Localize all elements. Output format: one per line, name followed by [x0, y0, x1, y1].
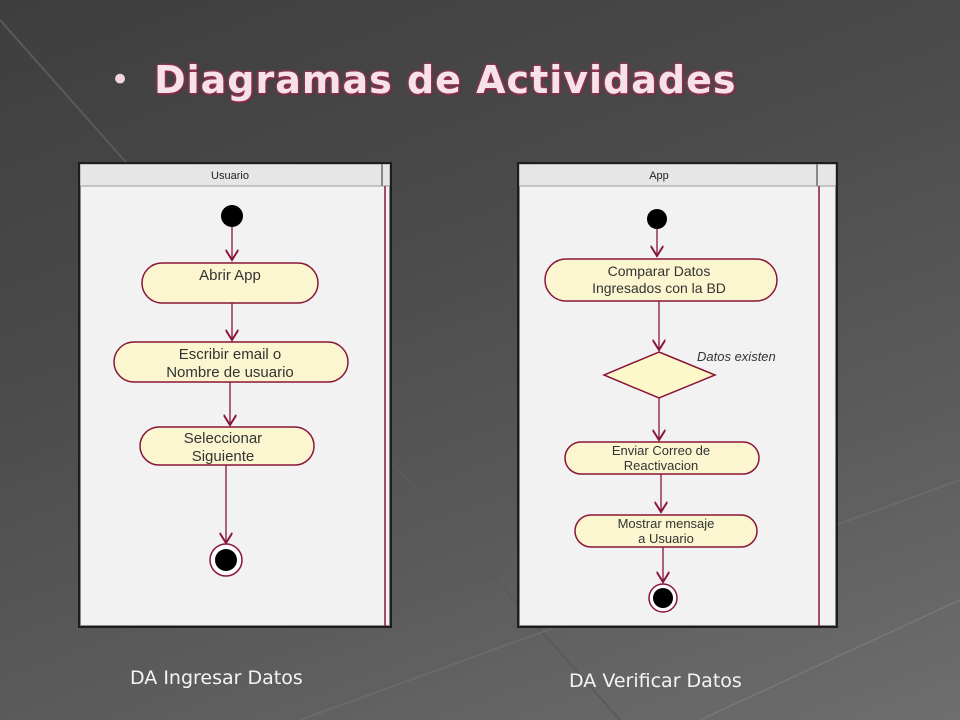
activity-node — [141, 262, 319, 304]
activity-node — [574, 514, 758, 548]
swimlane-label: Usuario — [211, 170, 249, 182]
activity-label: Nombre de usuario — [166, 364, 294, 381]
activity-node — [113, 341, 349, 383]
right-diagram-panel: App Comparar Datos Ingresados con la BD … — [517, 162, 838, 628]
activity-label: a Usuario — [638, 531, 694, 546]
activity-label: Comparar Datos — [608, 263, 711, 279]
right-diagram-caption: DA Verificar Datos — [569, 670, 742, 692]
initial-node — [221, 205, 243, 227]
activity-label: Abrir App — [199, 267, 261, 284]
swimlane-header — [519, 164, 836, 187]
activity-label: Enviar Correo de — [612, 443, 710, 458]
left-activity-diagram: Usuario Abrir App Escribir email o Nombr… — [80, 164, 390, 626]
slide-title-row: • Diagramas de Actividades — [110, 58, 737, 102]
right-activity-diagram: App Comparar Datos Ingresados con la BD … — [519, 164, 836, 626]
activity-label: Escribir email o — [179, 346, 282, 363]
activity-label: Mostrar mensaje — [618, 516, 715, 531]
activity-node — [139, 426, 315, 466]
activity-node — [564, 441, 760, 475]
activity-node — [544, 258, 778, 302]
guard-label: Datos existen — [697, 349, 776, 364]
activity-label: Reactivacion — [624, 458, 698, 473]
activity-label: Siguiente — [192, 448, 255, 465]
activity-label: Ingresados con la BD — [592, 280, 726, 296]
left-diagram-panel: Usuario Abrir App Escribir email o Nombr… — [78, 162, 392, 628]
title-bullet: • — [110, 60, 131, 100]
activity-label: Seleccionar — [184, 430, 262, 447]
swimlane-header — [80, 164, 390, 187]
slide-title: Diagramas de Actividades — [154, 58, 737, 102]
swimlane-label: App — [649, 170, 669, 182]
left-diagram-caption: DA Ingresar Datos — [130, 667, 303, 689]
initial-node — [647, 209, 667, 229]
